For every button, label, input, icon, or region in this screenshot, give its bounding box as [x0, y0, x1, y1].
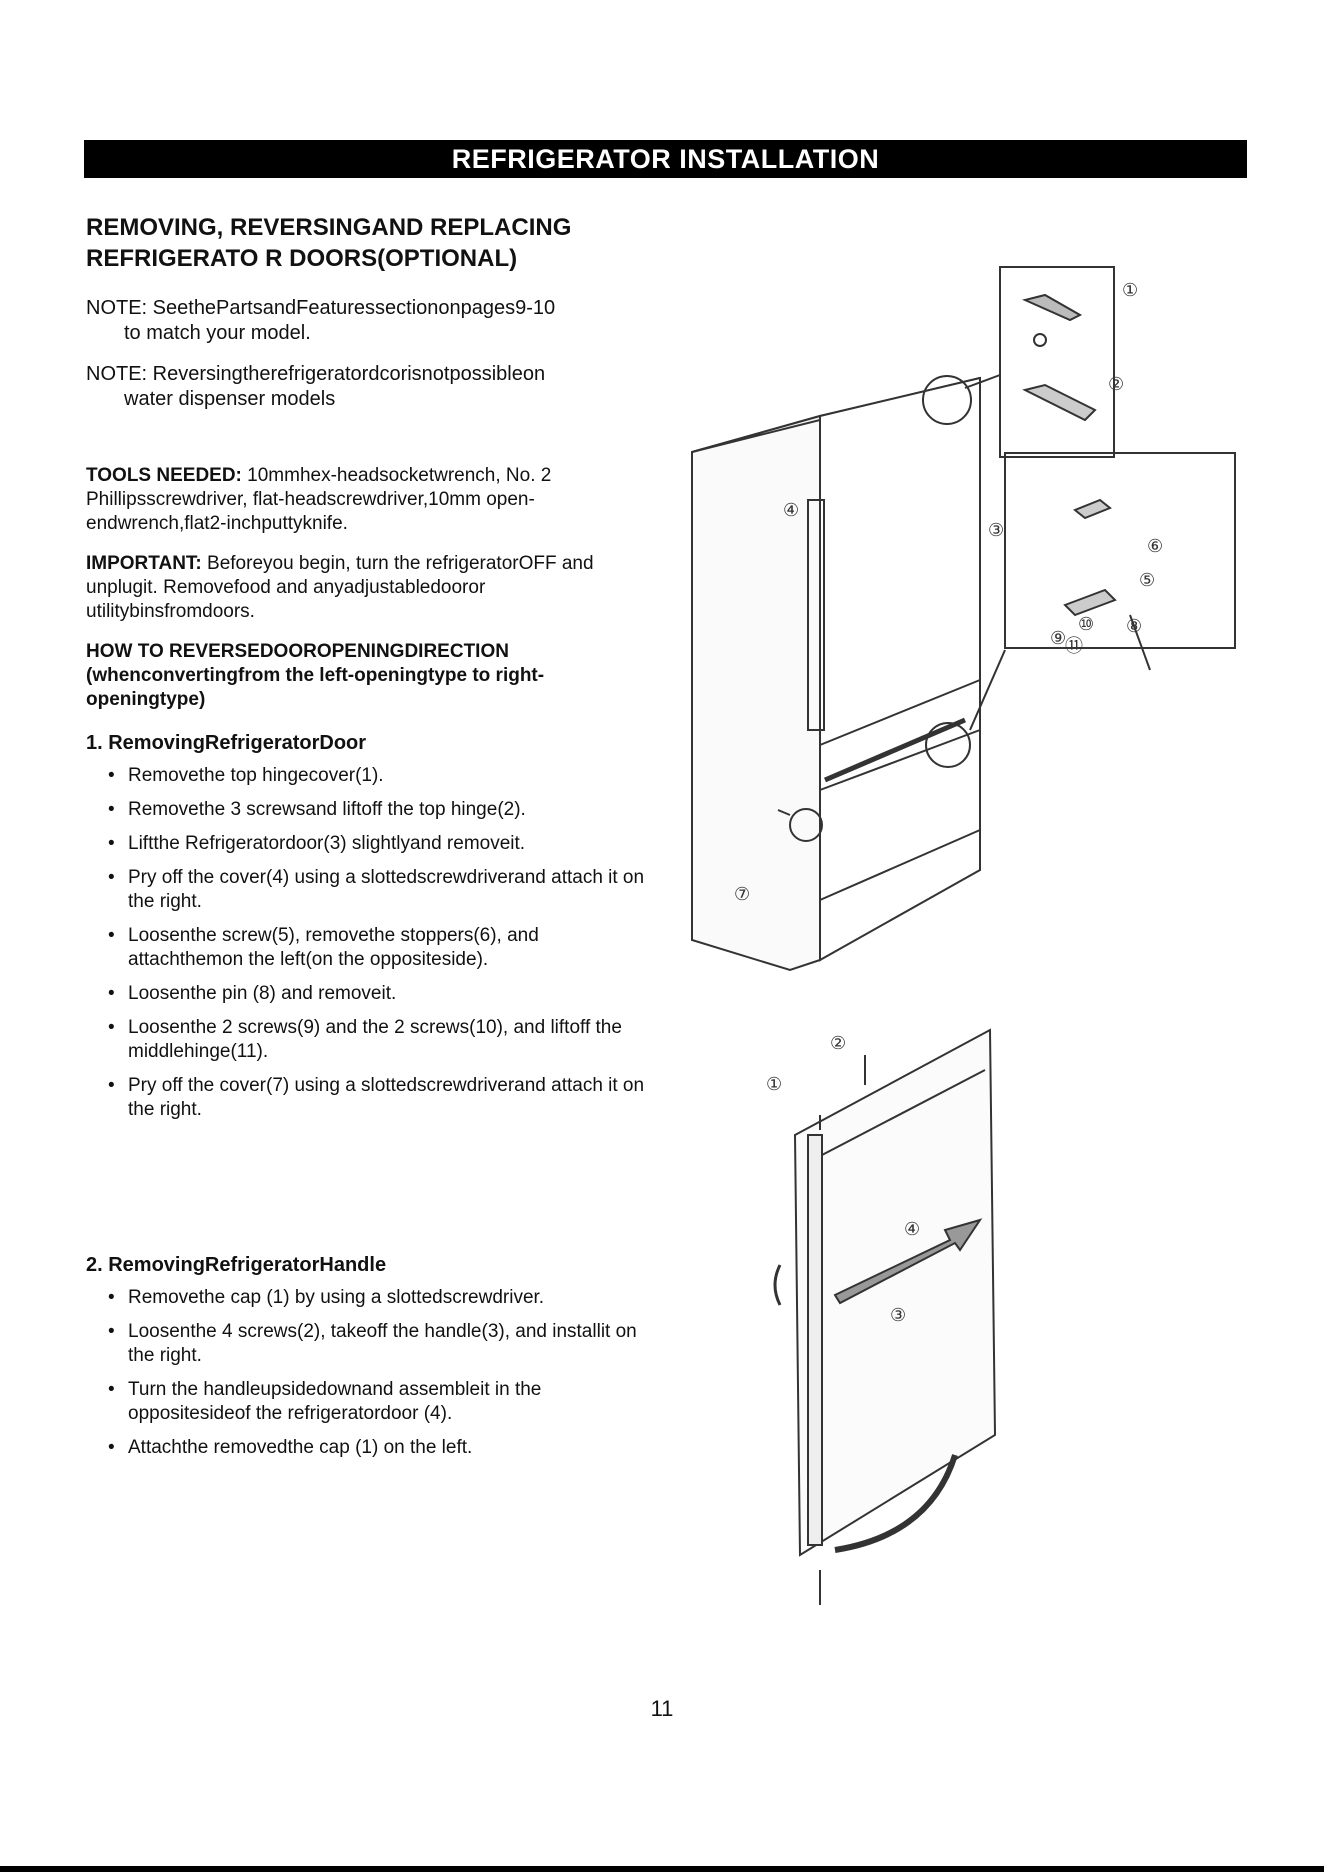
- middle-hinge-detail-box: [1004, 452, 1236, 649]
- note-reversing-line-2: water dispenser models: [124, 388, 336, 410]
- title-line-1: REMOVING, REVERSINGAND REPLACING: [86, 214, 572, 241]
- important-text: Beforeyou begin, turn the refrigeratorOF…: [86, 553, 594, 622]
- door-panel: [793, 1028, 997, 1557]
- list-item: Attachthe removedthe cap (1) on the left…: [108, 1436, 656, 1460]
- callout-1: ①: [1122, 280, 1138, 301]
- tools-needed: TOOLS NEEDED: 10mmhex-headsocketwrench, …: [86, 464, 656, 536]
- list-item: Liftthe Refrigeratordoor(3) slightlyand …: [108, 832, 656, 856]
- section-2-title: 2. RemovingRefrigeratorHandle: [86, 1254, 387, 1276]
- section-1-title: 1. RemovingRefrigeratorDoor: [86, 732, 367, 754]
- list-item: Pry off the cover(7) using a slottedscre…: [108, 1074, 656, 1122]
- callout-3: ③: [988, 520, 1004, 541]
- section-1-steps: Removethe top hingecover(1). Removethe 3…: [86, 764, 656, 1122]
- callout-2: ②: [1108, 374, 1124, 395]
- door-handle-diagram: ① ② ③ ④: [766, 1028, 997, 1605]
- callout-9: ⑨: [1050, 628, 1066, 649]
- note-reversing-line-1: NOTE: Reversingtherefrigeratordcorisnotp…: [86, 363, 546, 385]
- list-item: Removethe top hingecover(1).: [108, 764, 656, 788]
- note-parts-line-1: NOTE: SeethePartsandFeaturessectiononpag…: [86, 297, 556, 319]
- important-notice: IMPORTANT: Beforeyou begin, turn the ref…: [86, 552, 656, 624]
- page-number: 11: [650, 1696, 674, 1721]
- tools-label: TOOLS NEEDED:: [86, 465, 242, 486]
- refrigerator-door-diagram: ① ② ③ ④ ⑤ ⑥ ⑦ ⑧ ⑨ ⑩ ⑪: [691, 266, 1236, 972]
- note-reversing: NOTE: Reversingtherefrigeratordcorisnotp…: [86, 362, 656, 412]
- callout-4: ④: [783, 500, 799, 521]
- list-item: Removethe 3 screwsand liftoff the top hi…: [108, 798, 656, 822]
- callout-5: ⑤: [1139, 570, 1155, 591]
- important-label: IMPORTANT:: [86, 553, 202, 574]
- top-hinge-detail-box: [999, 266, 1115, 458]
- callout-3: ③: [890, 1305, 906, 1326]
- page-bottom-rule: [0, 1866, 1324, 1872]
- list-item: Loosenthe screw(5), removethe stoppers(6…: [108, 924, 656, 972]
- instructions-column: REMOVING, REVERSINGAND REPLACING REFRIGE…: [86, 212, 656, 1470]
- list-item: Pry off the cover(4) using a slottedscre…: [108, 866, 656, 914]
- page-title: REMOVING, REVERSINGAND REPLACING REFRIGE…: [86, 212, 656, 274]
- reverse-heading: HOW TO REVERSEDOOROPENINGDIRECTION (when…: [86, 641, 545, 710]
- callout-1: ①: [766, 1074, 782, 1095]
- fridge-front: [819, 376, 981, 962]
- list-item: Removethe cap (1) by using a slottedscre…: [108, 1286, 656, 1310]
- callout-7: ⑦: [734, 884, 750, 905]
- fridge-side: [691, 414, 821, 972]
- section-2-steps: Removethe cap (1) by using a slottedscre…: [86, 1286, 656, 1460]
- tools-text: 10mmhex-headsocketwrench, No. 2 Phillips…: [86, 465, 552, 534]
- list-item: Loosenthe 4 screws(2), takeoff the handl…: [108, 1320, 656, 1368]
- list-item: Loosenthe pin (8) and removeit.: [108, 982, 656, 1006]
- callout-8: ⑧: [1126, 616, 1142, 637]
- section-banner: REFRIGERATOR INSTALLATION: [84, 140, 1247, 178]
- note-parts: NOTE: SeethePartsandFeaturessectiononpag…: [86, 296, 656, 346]
- list-item: Loosenthe 2 screws(9) and the 2 screws(1…: [108, 1016, 656, 1064]
- list-item: Turn the handleupsidedownand assembleit …: [108, 1378, 656, 1426]
- hinge-highlight-circle: [922, 375, 972, 425]
- callout-6: ⑥: [1147, 536, 1163, 557]
- handle-bar: [807, 1134, 823, 1546]
- callout-2: ②: [830, 1033, 846, 1054]
- move-arrow-icon: [833, 1218, 983, 1305]
- note-parts-line-2: to match your model.: [124, 322, 311, 344]
- door-handle: [807, 499, 825, 731]
- callout-10: ⑩: [1078, 614, 1094, 635]
- callout-4: ④: [904, 1219, 920, 1240]
- callout-11: ⑪: [1065, 636, 1083, 657]
- title-line-2: REFRIGERATO R DOORS(OPTIONAL): [86, 245, 518, 272]
- rotate-arrow-icon: [834, 1454, 958, 1553]
